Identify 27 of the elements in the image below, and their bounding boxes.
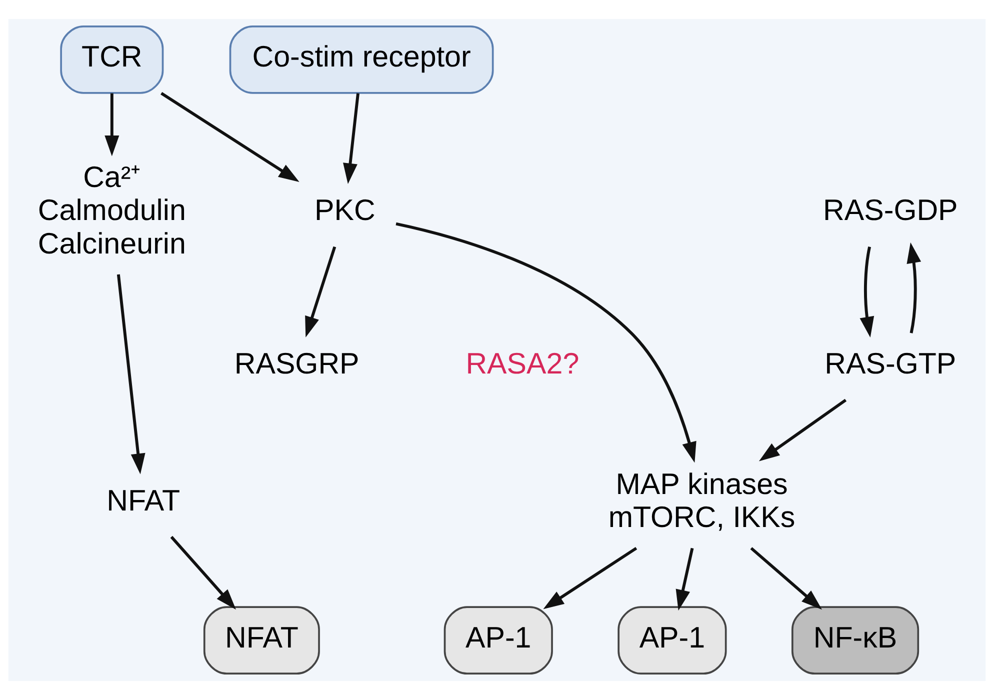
arrow (116, 274, 146, 474)
arrow (305, 246, 336, 337)
arrow (758, 398, 847, 461)
node-box: TCR (60, 24, 164, 94)
arrow (750, 546, 822, 610)
arrow (170, 535, 236, 610)
node-text: RASGRP (234, 347, 360, 380)
node-text: RASA2? (466, 347, 580, 380)
node-box: AP-1 (618, 606, 727, 674)
node-text: Ca²⁺ Calmodulin Calcineurin (38, 160, 186, 260)
arrow (396, 222, 696, 462)
arrow (343, 92, 360, 184)
node-box: Co-stim receptor (229, 24, 494, 94)
node-text: MAP kinases mTORC, IKKs (608, 467, 796, 534)
node-box: NFAT (203, 606, 320, 674)
node-text: NFAT (106, 484, 180, 518)
node-text: PKC (314, 194, 376, 227)
arrow (860, 246, 874, 337)
arrow (676, 547, 694, 610)
arrow (160, 92, 300, 182)
node-box: AP-1 (444, 606, 553, 674)
node-text: RAS-GDP (823, 194, 958, 227)
arrow (104, 92, 120, 156)
node-text: RAS-GTP (824, 347, 956, 380)
arrow (543, 546, 638, 609)
node-box: NF-κB (791, 606, 920, 674)
arrow (906, 242, 922, 333)
